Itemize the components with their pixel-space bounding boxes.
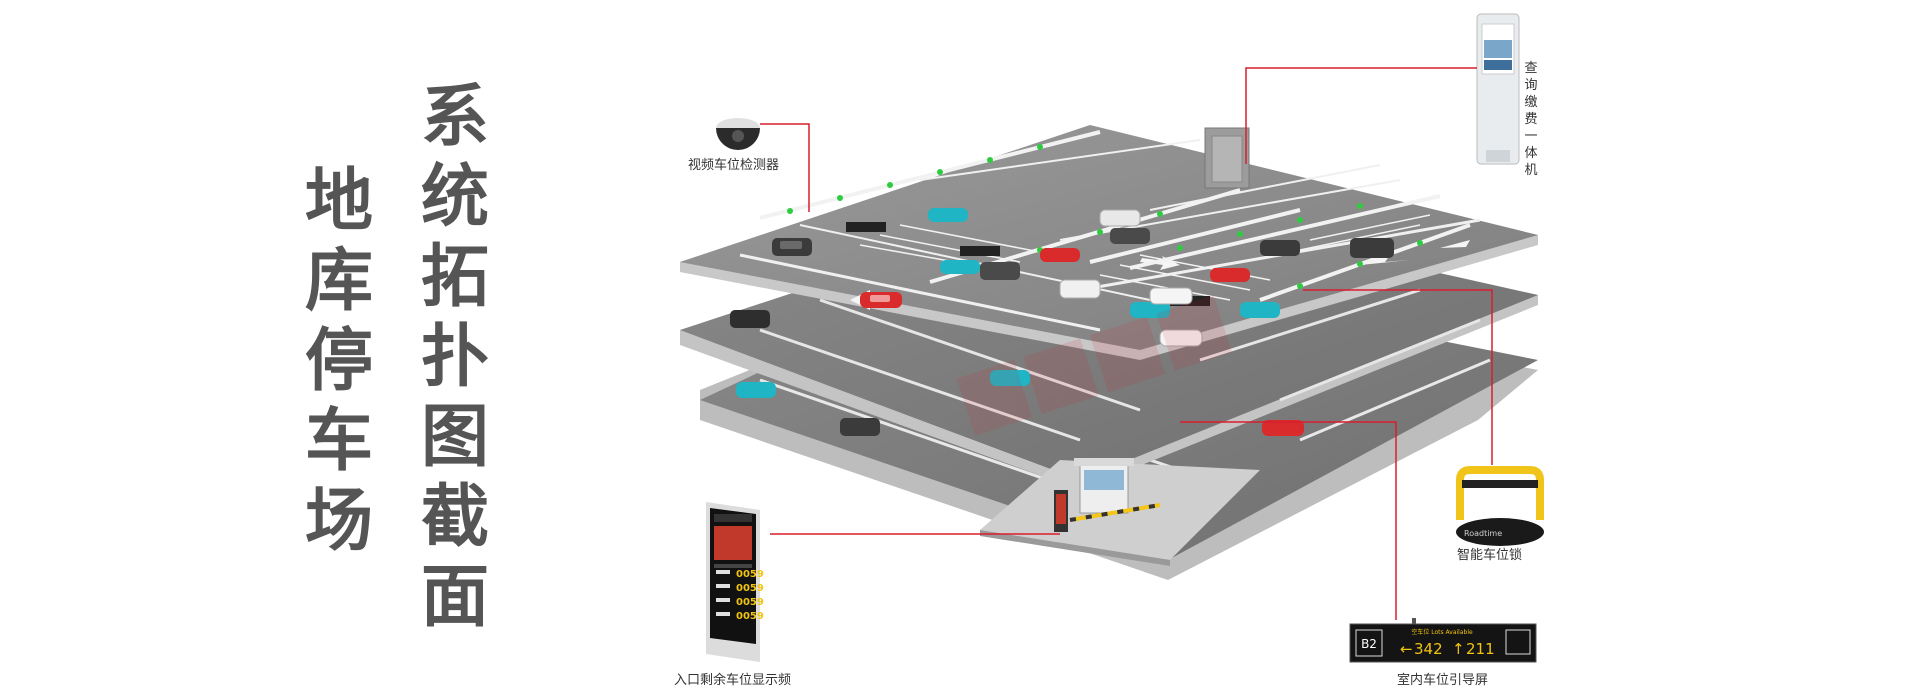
- indoor-level: B2: [1361, 637, 1377, 651]
- entrance-row-count: 0059: [736, 597, 764, 608]
- indoor-screen-label: 室内车位引导屏: [1397, 673, 1489, 688]
- kiosk-icon: [1476, 13, 1520, 165]
- title-char: 系: [420, 78, 489, 157]
- entrance-platform: [980, 458, 1260, 566]
- kiosk-label: 查询缴费一体机: [1523, 60, 1539, 179]
- cars: [730, 208, 1394, 436]
- camera-icon: [716, 118, 760, 150]
- title-char: 统: [420, 158, 489, 237]
- subtitle-char: 停: [304, 322, 373, 401]
- title-char: 截: [420, 478, 489, 557]
- parking-lock-icon: Roadtime: [1456, 466, 1544, 546]
- svg-text:←: ←: [1400, 640, 1413, 658]
- svg-text:↑: ↑: [1452, 640, 1465, 658]
- sub-title: 地库停车场: [294, 162, 384, 562]
- connector-lines: [760, 67, 1493, 620]
- main-title: 系统拓扑图截面: [410, 78, 500, 638]
- kiosk-label-char: 查: [1524, 61, 1538, 76]
- lock-label: 智能车位锁: [1457, 548, 1523, 563]
- lock-brand: Roadtime: [1464, 529, 1502, 538]
- subtitle-char: 车: [304, 402, 373, 481]
- entrance-screen-icon: 0059 0059 0059 0059: [706, 502, 764, 662]
- entrance-screen-label: 入口剩余车位显示频: [674, 673, 792, 688]
- kiosk-label-char: 缴: [1524, 95, 1538, 110]
- subtitle-char: 场: [304, 482, 373, 561]
- title-char: 图: [420, 398, 489, 477]
- indoor-right-count: 211: [1466, 640, 1495, 658]
- entrance-row-count: 0059: [736, 569, 764, 580]
- subtitle-char: 库: [304, 242, 373, 321]
- kiosk-label-char: 机: [1524, 163, 1538, 178]
- kiosk-label-char: 询: [1524, 78, 1538, 93]
- kiosk-label-char: 体: [1524, 146, 1538, 161]
- indoor-header: 空车位 Lots Available: [1411, 628, 1473, 636]
- title-char: 面: [420, 558, 489, 637]
- entrance-row-count: 0059: [736, 583, 764, 594]
- subtitle-char: 地: [304, 162, 373, 241]
- watermark: [956, 295, 1232, 436]
- entrance-row-count: 0059: [736, 611, 764, 622]
- camera-label: 视频车位检测器: [688, 158, 780, 173]
- indoor-screen-icon: B2 空车位 Lots Available ← 342 ↑ 211: [1349, 618, 1537, 663]
- kiosk-label-char: 费: [1524, 112, 1538, 127]
- title-char: 扑: [420, 318, 489, 397]
- title-char: 拓: [420, 238, 489, 317]
- kiosk-label-char: 一: [1524, 129, 1538, 144]
- indoor-left-count: 342: [1414, 640, 1443, 658]
